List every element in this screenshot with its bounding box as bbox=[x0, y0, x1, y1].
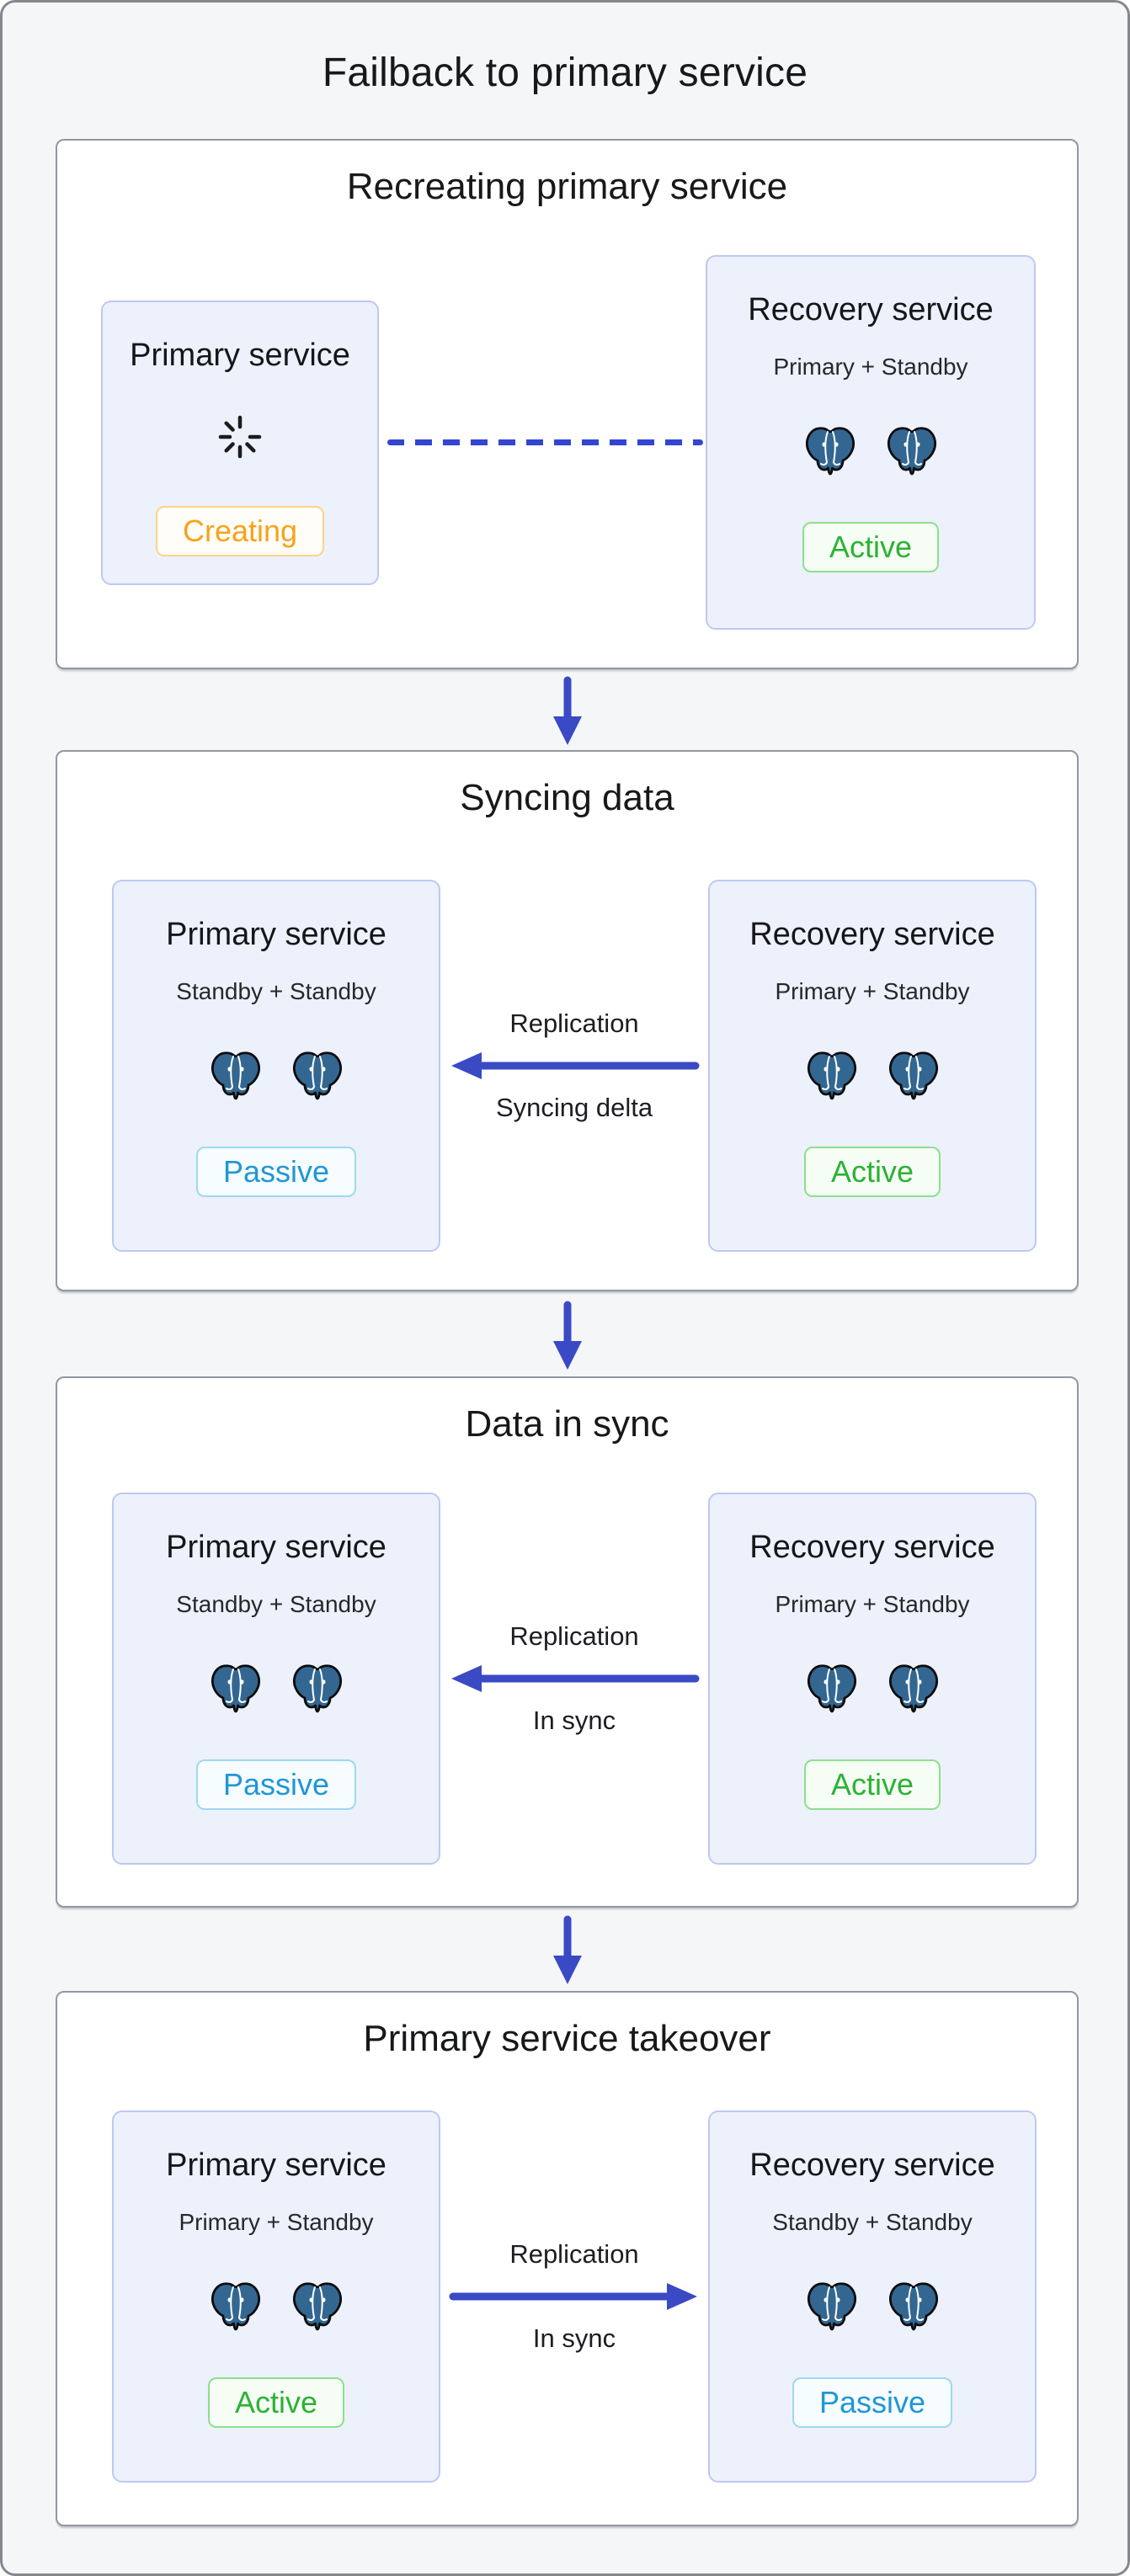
postgres-elephant-icon bbox=[211, 1051, 260, 1100]
node-subtitle: Primary + Standby bbox=[775, 978, 970, 1004]
node-title: Primary service bbox=[166, 1530, 386, 1565]
node-title: Recovery service bbox=[749, 2148, 995, 2183]
node-title: Primary service bbox=[166, 2148, 386, 2183]
recovery-service-node: Recovery service Standby + Standby Passi… bbox=[708, 2110, 1037, 2483]
status-badge: Passive bbox=[195, 1759, 357, 1810]
arrow-right-icon bbox=[448, 2281, 701, 2312]
postgres-elephant-icon bbox=[292, 1664, 342, 1713]
postgres-icon-row bbox=[805, 2280, 941, 2334]
status-badge: Creating bbox=[155, 506, 325, 556]
arrow-down-icon bbox=[532, 1915, 603, 1990]
connector-label-bottom: In sync bbox=[532, 2323, 616, 2353]
stage-title: Syncing data bbox=[460, 777, 674, 818]
stage-title: Primary service takeover bbox=[363, 2018, 771, 2059]
replication-connector: Replication In sync bbox=[440, 1493, 708, 1865]
diagram-title: Failback to primary service bbox=[322, 51, 808, 95]
postgres-icon-row bbox=[805, 1662, 941, 1716]
node-subtitle: Primary + Standby bbox=[775, 1591, 970, 1617]
postgres-elephant-icon bbox=[807, 1051, 856, 1100]
arrow-left-icon bbox=[448, 1663, 701, 1694]
status-badge: Passive bbox=[195, 1147, 357, 1197]
node-subtitle: Standby + Standby bbox=[176, 1591, 376, 1617]
stage-title: Recreating primary service bbox=[346, 166, 788, 207]
primary-service-node: Primary service Creating bbox=[101, 301, 379, 585]
postgres-elephant-icon bbox=[888, 1664, 938, 1713]
postgres-elephant-icon bbox=[292, 2282, 342, 2331]
connector-label-bottom: In sync bbox=[532, 1706, 616, 1735]
stage-recreating-primary-service: Recreating primary service Primary servi… bbox=[56, 139, 1079, 669]
connector-label-bottom: Syncing delta bbox=[495, 1093, 653, 1122]
connector-label-top: Replication bbox=[509, 1621, 639, 1651]
postgres-elephant-icon bbox=[888, 2282, 938, 2331]
primary-service-node: Primary service Standby + Standby Passiv… bbox=[112, 880, 440, 1252]
status-badge: Active bbox=[803, 1759, 941, 1810]
node-subtitle: Primary + Standby bbox=[773, 354, 968, 380]
postgres-icon-row bbox=[209, 1049, 344, 1103]
postgres-icon-row bbox=[803, 424, 939, 478]
postgres-elephant-icon bbox=[805, 427, 855, 476]
postgres-elephant-icon bbox=[211, 1664, 260, 1713]
dashed-connector-line bbox=[387, 439, 703, 445]
status-badge: Passive bbox=[792, 2377, 953, 2428]
stage-primary-service-takeover: Primary service takeover Primary service… bbox=[56, 1991, 1079, 2526]
postgres-elephant-icon bbox=[211, 2282, 260, 2331]
node-subtitle: Primary + Standby bbox=[179, 2209, 374, 2235]
postgres-elephant-icon bbox=[807, 1664, 856, 1713]
replication-connector: Replication In sync bbox=[440, 2110, 708, 2483]
primary-service-node: Primary service Standby + Standby Passiv… bbox=[112, 1493, 440, 1865]
postgres-elephant-icon bbox=[292, 1051, 342, 1100]
postgres-icon-row bbox=[209, 1662, 344, 1716]
node-title: Recovery service bbox=[749, 1530, 995, 1565]
primary-service-node: Primary service Primary + Standby Active bbox=[112, 2110, 440, 2483]
arrow-left-icon bbox=[448, 1051, 701, 1081]
node-title: Primary service bbox=[166, 917, 386, 952]
postgres-icon-row bbox=[805, 1049, 941, 1103]
stage-syncing-data: Syncing data Primary service Standby + S… bbox=[56, 750, 1079, 1291]
recovery-service-node: Recovery service Primary + Standby Activ… bbox=[708, 880, 1037, 1252]
postgres-elephant-icon bbox=[888, 1051, 938, 1100]
postgres-elephant-icon bbox=[807, 2282, 856, 2331]
connector-label-top: Replication bbox=[509, 1009, 639, 1038]
stage-data-in-sync: Data in sync Primary service Standby + S… bbox=[56, 1376, 1079, 1908]
node-subtitle: Standby + Standby bbox=[176, 978, 376, 1004]
status-badge: Active bbox=[802, 522, 940, 572]
arrow-down-icon bbox=[532, 676, 603, 751]
status-badge: Active bbox=[207, 2377, 345, 2428]
loading-spinner-icon bbox=[214, 411, 266, 467]
node-title: Recovery service bbox=[749, 917, 995, 952]
node-title: Recovery service bbox=[748, 292, 994, 327]
stage-title: Data in sync bbox=[465, 1403, 669, 1445]
postgres-elephant-icon bbox=[887, 427, 936, 476]
recovery-service-node: Recovery service Primary + Standby Activ… bbox=[708, 1493, 1037, 1865]
node-subtitle: Standby + Standby bbox=[772, 2209, 973, 2235]
replication-connector: Replication Syncing delta bbox=[440, 880, 708, 1252]
arrow-down-icon bbox=[532, 1301, 603, 1376]
node-title: Primary service bbox=[130, 338, 350, 373]
status-badge: Active bbox=[803, 1147, 941, 1197]
postgres-icon-row bbox=[209, 2280, 344, 2334]
recovery-service-node: Recovery service Primary + Standby Activ… bbox=[706, 255, 1036, 630]
connector-label-top: Replication bbox=[509, 2239, 639, 2269]
